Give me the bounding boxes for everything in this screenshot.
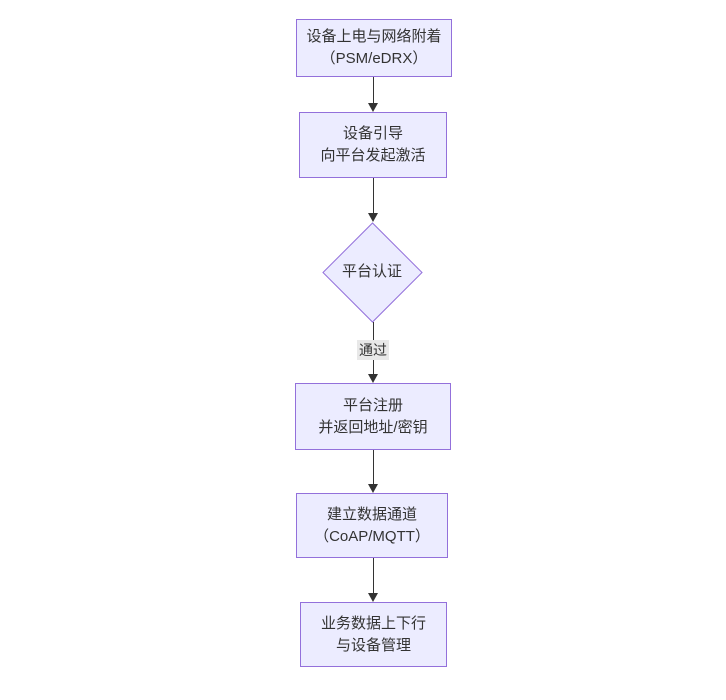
edge-line (372, 450, 374, 485)
edge-auth-to-register: 通过 (357, 322, 389, 383)
node-text-line: 向平台发起激活 (320, 147, 426, 164)
node-text-line: 平台认证 (341, 263, 402, 280)
edge-bootstrap-to-auth (367, 178, 379, 222)
flow-node-bootstrap-activate: 设备引导 向平台发起激活 (299, 112, 447, 178)
node-text-line: 建立数据通道 (326, 505, 417, 523)
decision-node-platform-auth: 平台认证 (321, 221, 423, 323)
edge-line (372, 178, 374, 214)
flow-node-platform-register: 平台注册 并返回地址/密钥 (295, 383, 451, 450)
edge-label-pass: 通过 (357, 340, 389, 360)
flow-node-power-on-attach: 设备上电与网络附着 （PSM/eDRX） (296, 19, 452, 77)
arrowhead-icon (368, 103, 378, 112)
node-text-line: 并返回地址/密钥 (318, 418, 428, 436)
edge-power-to-bootstrap (367, 77, 379, 112)
node-text-line: 与设备管理 (335, 636, 411, 654)
arrowhead-icon (368, 593, 378, 602)
node-text-line: 业务数据上下行 (320, 614, 426, 632)
edge-channel-to-business (367, 558, 379, 602)
arrowhead-icon (368, 213, 378, 222)
node-text-line: 平台注册 (342, 396, 403, 414)
node-text-line: （CoAP/MQTT） (314, 527, 430, 545)
arrowhead-icon (368, 484, 378, 493)
arrowhead-icon (368, 374, 378, 383)
node-text-line: （PSM/eDRX） (320, 50, 428, 67)
flow-node-data-channel: 建立数据通道 （CoAP/MQTT） (296, 493, 448, 558)
edge-line (372, 558, 374, 594)
node-text-line: 设备引导 (342, 125, 403, 142)
node-text-line: 设备上电与网络附着 (306, 28, 442, 45)
edge-line (372, 77, 374, 104)
flow-node-business-data-mgmt: 业务数据上下行 与设备管理 (300, 602, 447, 667)
edge-register-to-channel (367, 450, 379, 493)
